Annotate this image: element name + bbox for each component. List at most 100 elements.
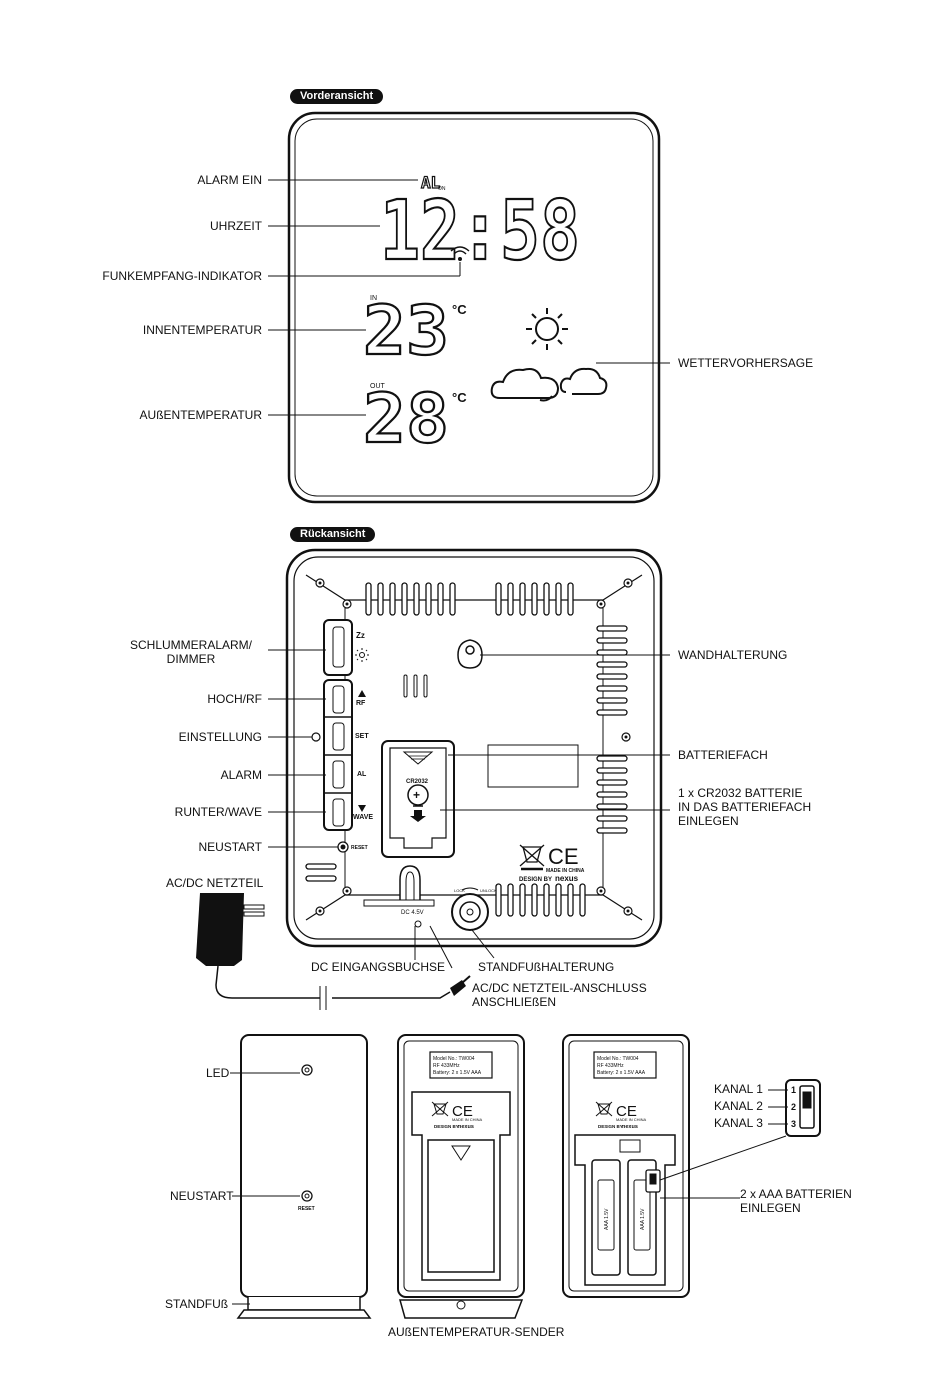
- model-line1-b: Model No.: TW004: [597, 1056, 639, 1062]
- model-line3-b: Battery: 2 x 1.5V AAA: [597, 1070, 646, 1076]
- ch-num-1: 1: [791, 1085, 796, 1095]
- outdoor-temp: 28: [363, 380, 449, 459]
- label-outdoor-temp: AUßENTEMPERATUR: [139, 408, 262, 422]
- rf-signal-icon: [450, 246, 470, 261]
- arrow-down-icon: [358, 805, 366, 812]
- weee-icon-b: [595, 1101, 613, 1117]
- label-sender-title: AUßENTEMPERATUR-SENDER: [388, 1325, 565, 1339]
- label-dc-jack: DC EINGANGSBUCHSE: [311, 960, 446, 974]
- btn-set-text: SET: [355, 733, 369, 740]
- label-up: HOCH/RF: [207, 692, 262, 706]
- btn-alarm-text: AL: [357, 771, 367, 778]
- channel-switch[interactable]: [785, 1079, 821, 1137]
- sender-reset-text: RESET: [298, 1206, 315, 1212]
- made-in-china: MADE IN CHINA: [546, 868, 585, 874]
- alarm-symbol: AL: [421, 173, 440, 192]
- indoor-unit: °C: [452, 302, 467, 317]
- ch-num-3: 3: [791, 1119, 796, 1129]
- battery-plus: +: [413, 788, 420, 802]
- btn-down-text: WAVE: [353, 814, 374, 821]
- cloud-icon: [490, 367, 608, 402]
- indoor-temp: 23: [363, 292, 449, 371]
- front-view-badge: Vorderansicht: [290, 89, 384, 104]
- label-sender-reset: NEUSTART: [170, 1189, 234, 1203]
- brand-b: nexus: [622, 1124, 638, 1130]
- in-label: IN: [370, 295, 377, 302]
- label-adapter: AC/DC NETZTEIL: [166, 876, 264, 890]
- label-ch3: KANAL 3: [714, 1116, 763, 1130]
- lock-text: LOCK: [454, 888, 465, 893]
- front-leaders: [268, 179, 670, 416]
- label-reset: NEUSTART: [198, 840, 262, 854]
- made-in-china-b: MADE IN CHINA: [616, 1117, 647, 1122]
- outdoor-unit: °C: [452, 390, 467, 405]
- alarm-sub: ON: [438, 186, 446, 192]
- button-panel: [323, 619, 353, 831]
- label-snooze: SCHLUMMERALARM/ DIMMER: [129, 638, 252, 666]
- label-alarm: ALARM: [220, 768, 262, 782]
- label-set: EINSTELLUNG: [178, 730, 262, 744]
- reset-button[interactable]: [337, 841, 349, 853]
- model-line2-b: RF 433MHz: [597, 1063, 624, 1069]
- btn-reset-text: RESET: [351, 845, 368, 851]
- sender-ce-a: CE: [452, 1103, 473, 1120]
- battery-type-label: CR2032: [406, 779, 429, 785]
- label-stand-mount: STANDFUßHALTERUNG: [478, 960, 615, 974]
- back-view-badge: Rückansicht: [290, 527, 376, 542]
- brand-a: nexus: [458, 1124, 474, 1130]
- weee-bin-icon: [519, 844, 545, 871]
- wall-mount-hole: [457, 639, 483, 669]
- label-battery-insert: 1 x CR2032 BATTERIE IN DAS BATTERIEFACH …: [678, 786, 812, 828]
- sun-icon: [526, 308, 568, 350]
- label-forecast: WETTERVORHERSAGE: [678, 356, 814, 370]
- label-indoor-temp: INNENTEMPERATUR: [142, 323, 262, 337]
- label-ch1: KANAL 1: [714, 1082, 763, 1096]
- btn-up-text: RF: [356, 700, 366, 707]
- label-stand: STANDFUß: [165, 1297, 229, 1311]
- ch-num-2: 2: [791, 1102, 796, 1112]
- stand-holder: [363, 865, 489, 931]
- set-screw: [311, 732, 321, 742]
- model-line3-a: Battery: 2 x 1.5V AAA: [433, 1070, 482, 1076]
- label-rf-indicator: FUNKEMPFANG-INDIKATOR: [102, 269, 262, 283]
- sender-back-open: [562, 1034, 690, 1298]
- arrow-up-icon: [358, 690, 366, 697]
- label-wall-mount: WANDHALTERUNG: [678, 648, 788, 662]
- design-by-b: DESIGN BY: [598, 1124, 623, 1129]
- weee-icon-a: [431, 1101, 449, 1117]
- label-window: [487, 744, 579, 788]
- sender-side-view: [236, 1034, 372, 1319]
- btn-snooze-text: Zz: [356, 631, 365, 640]
- clock-time: 12:58: [380, 184, 580, 279]
- label-time: UHRZEIT: [210, 219, 262, 233]
- label-adapter-connect: AC/DC NETZTEIL-ANSCHLUSS ANSCHLIEßEN: [472, 981, 647, 1009]
- aaa-battery-2: AAA 1.5V: [640, 1208, 646, 1230]
- model-line2-a: RF 433MHz: [433, 1063, 460, 1069]
- center-slots: [403, 674, 428, 698]
- dimmer-icon: [355, 648, 369, 662]
- design-by: DESIGN BY: [519, 877, 552, 883]
- unlock-text: UNLOCK: [480, 888, 497, 893]
- label-ch2: KANAL 2: [714, 1099, 763, 1113]
- made-in-china-a: MADE IN CHINA: [452, 1117, 483, 1122]
- label-alarm-on: ALARM EIN: [197, 173, 262, 187]
- label-down: RUNTER/WAVE: [174, 805, 262, 819]
- out-label: OUT: [370, 383, 386, 390]
- sender-ce-b: CE: [616, 1103, 637, 1120]
- battery-compartment: [381, 740, 455, 858]
- brand-logo: nexus: [555, 874, 579, 883]
- back-leaders: [268, 649, 670, 969]
- ce-mark: CE: [548, 844, 579, 869]
- dc-voltage: DC 4.5V: [401, 910, 424, 916]
- sender-leaders: [230, 1072, 788, 1305]
- model-line1-a: Model No.: TW004: [433, 1056, 475, 1062]
- label-led: LED: [206, 1066, 230, 1080]
- dc-jack: [414, 920, 422, 928]
- power-adapter-icon: [196, 893, 471, 1010]
- label-aaa: 2 x AAA BATTERIEN EINLEGEN: [740, 1187, 852, 1215]
- aaa-battery-1: AAA 1.5V: [604, 1208, 610, 1230]
- sender-back-closed: [397, 1034, 525, 1319]
- front-device: [287, 111, 661, 504]
- label-battery-comp: BATTERIEFACH: [678, 748, 768, 762]
